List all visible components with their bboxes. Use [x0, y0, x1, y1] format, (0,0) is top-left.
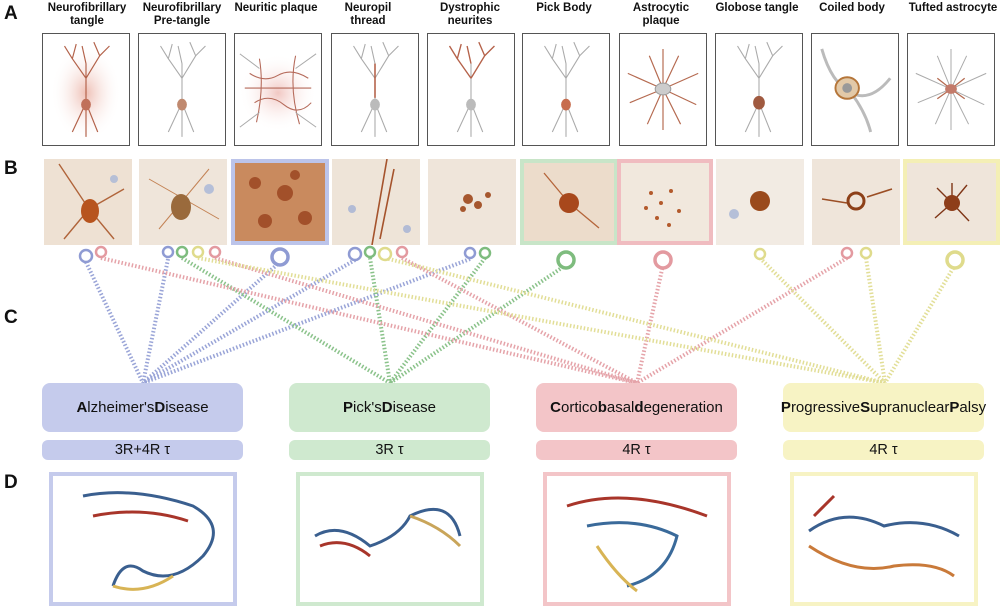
fibril-structure-psp [790, 472, 978, 606]
micrograph-astrocytic-plaque [617, 159, 713, 245]
sketch-neurofibrillary-tangle [42, 33, 130, 146]
sketch-dystrophic-neurites [427, 33, 515, 146]
fibril-structure-corticobasal [543, 472, 731, 606]
column-title-pick-body: Pick Body [536, 2, 592, 14]
panel-label-c: C [4, 307, 18, 328]
micrograph-pretangle [139, 159, 227, 245]
sketch-tufted-astrocyte [907, 33, 995, 146]
column-title-neurofibrillary-tangle: Neurofibrillary tangle [47, 2, 127, 27]
tau-label-psp: 4R τ [783, 440, 984, 460]
micrograph-neuritic-plaque [231, 159, 329, 245]
tau-label-picks: 3R τ [289, 440, 490, 460]
column-title-pretangle: Neurofibrillary Pre-tangle [142, 2, 222, 27]
fibril-structure-alzheimers [49, 472, 237, 606]
column-title-neuropil-thread: Neuropil thread [344, 2, 392, 27]
micrograph-globose-tangle [716, 159, 804, 245]
tau-label-corticobasal: 4R τ [536, 440, 737, 460]
fibril-structure-picks [296, 472, 484, 606]
column-title-dystrophic-neurites: Dystrophic neurites [439, 2, 501, 27]
micrograph-tufted-astrocyte [903, 159, 1000, 245]
panel-label-d: D [4, 472, 18, 493]
micrograph-dystrophic-neurites [428, 159, 516, 245]
sketch-neuritic-plaque [234, 33, 322, 146]
panel-label-b: B [4, 158, 18, 179]
micrograph-neurofibrillary-tangle [44, 159, 132, 245]
column-title-astrocytic-plaque: Astrocytic plaque [632, 2, 690, 27]
micrograph-pick-body [520, 159, 618, 245]
column-title-coiled-body: Coiled body [819, 2, 885, 14]
sketch-astrocytic-plaque [619, 33, 707, 146]
micrograph-neuropil-thread [332, 159, 420, 245]
sketch-neuropil-thread [331, 33, 419, 146]
column-title-neuritic-plaque: Neuritic plaque [234, 2, 318, 14]
tau-label-alzheimers: 3R+4R τ [42, 440, 243, 460]
column-title-tufted-astrocyte: Tufted astrocyte [908, 2, 998, 14]
sketch-pretangle [138, 33, 226, 146]
micrograph-coiled-body [812, 159, 900, 245]
panel-label-a: A [4, 3, 18, 24]
column-title-globose-tangle: Globose tangle [715, 2, 799, 14]
sketch-coiled-body [811, 33, 899, 146]
sketch-pick-body [522, 33, 610, 146]
sketch-globose-tangle [715, 33, 803, 146]
